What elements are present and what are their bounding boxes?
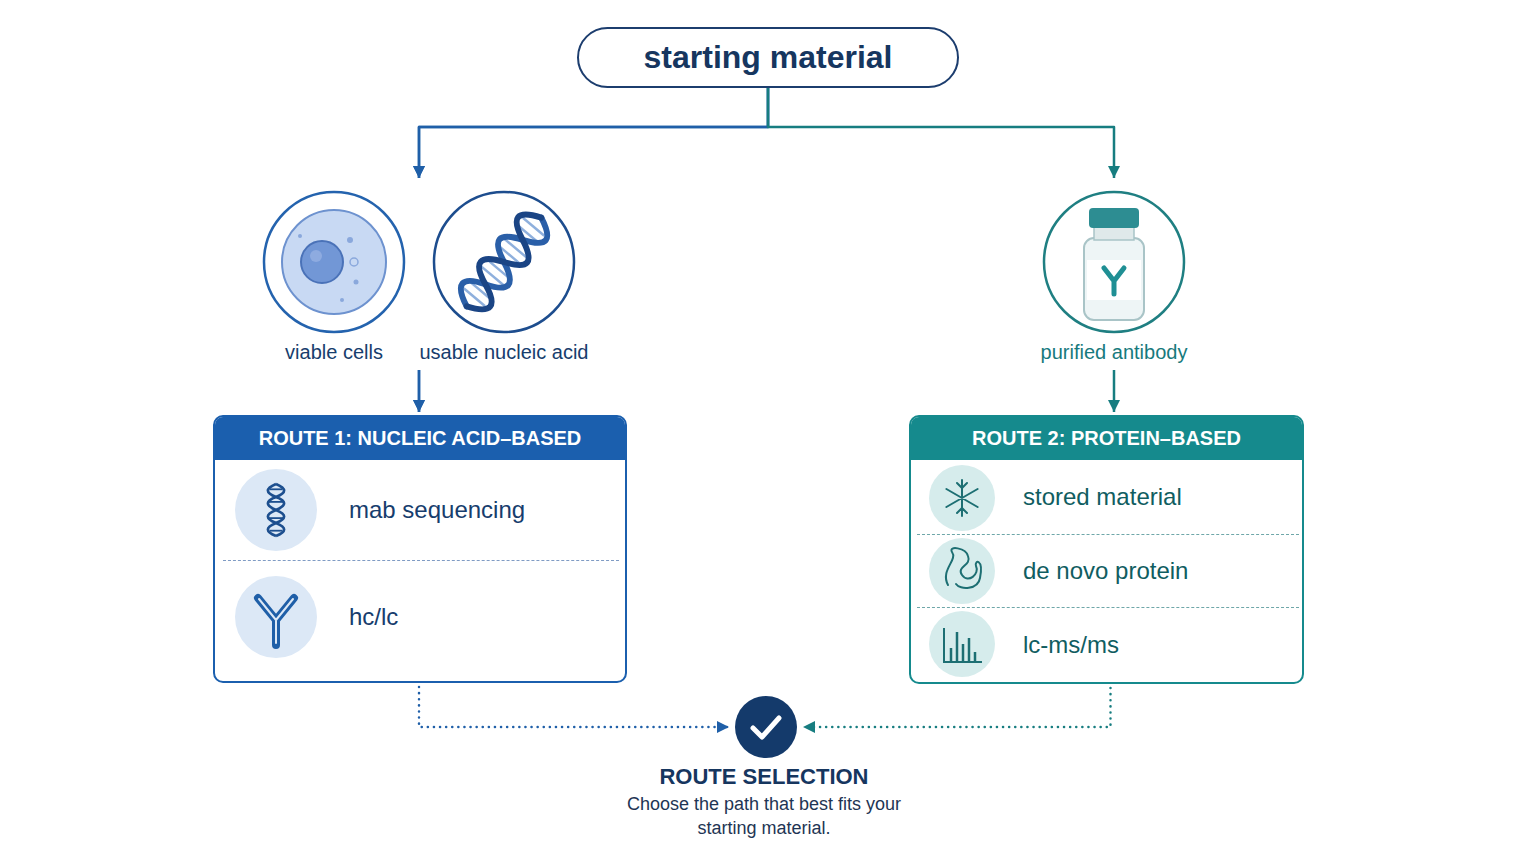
dna-strand: [268, 484, 284, 536]
route-panel: ROUTE 1: NUCLEIC ACID–BASED mab sequencin…: [213, 415, 627, 683]
source-circle: purified antibody: [1004, 190, 1224, 368]
node-label: ROUTE 1: NUCLEIC ACID–BASED: [215, 417, 625, 460]
circle-outline: [262, 190, 406, 334]
source-circle: usable nucleic acid: [409, 190, 599, 368]
connector-arrow: [418, 370, 421, 412]
dna-rungs: [461, 216, 546, 308]
vial-cap: [1089, 208, 1139, 228]
vial-illustration: [1084, 208, 1144, 320]
route-panel: ROUTE 2: PROTEIN–BASED stored material de …: [909, 415, 1304, 684]
icon-badge: [929, 538, 995, 604]
antibody-symbol: [1104, 268, 1124, 294]
dotted-connector: [419, 687, 729, 727]
check-circle-fill: [735, 696, 797, 758]
cell-dot: [347, 237, 353, 243]
connector-arrow: [419, 88, 768, 178]
method-row: hc/lc: [223, 560, 619, 672]
dna-illustration: [453, 206, 555, 318]
dna-rung: [487, 260, 508, 278]
icon-badge: [235, 469, 317, 551]
vial-neck: [1094, 226, 1134, 240]
node-label: de novo protein: [917, 557, 1188, 585]
dna-rung: [515, 223, 541, 245]
cell-illustration: [282, 210, 386, 314]
start-box: starting material: [577, 27, 959, 88]
connector-arrow: [419, 88, 768, 178]
dna-rung: [270, 488, 283, 490]
dna-rung: [523, 218, 544, 236]
method-row: de novo protein: [917, 534, 1299, 607]
connector-arrow: [418, 370, 421, 412]
dna-rung: [268, 501, 283, 503]
cell-dot: [354, 280, 359, 285]
source-circle: viable cells: [239, 190, 429, 368]
dna-rung: [503, 237, 529, 259]
check-mark: [753, 718, 779, 737]
dna-strand: [453, 206, 555, 318]
method-row: lc-ms/ms: [917, 607, 1299, 682]
node-label: hc/lc: [223, 603, 398, 631]
node-label: mab sequencing: [223, 496, 525, 524]
vial-body: [1084, 238, 1144, 320]
cell-vesicle: [350, 258, 358, 266]
method-row: mab sequencing: [223, 460, 619, 560]
vial-label: [1087, 260, 1141, 300]
icon-badge: [235, 576, 317, 658]
dna-rung: [467, 279, 493, 301]
selection-node: ROUTE SELECTIONChoose the path that best…: [596, 694, 932, 844]
node-caption: Choose the path that best fits your star…: [624, 792, 904, 840]
dna-rungs: [268, 489, 283, 530]
icon-badge: [929, 611, 995, 677]
node-label: viable cells: [239, 340, 429, 364]
dna-rung: [464, 288, 485, 306]
circle-outline: [432, 190, 576, 334]
node-label: usable nucleic acid: [409, 340, 599, 364]
node-label: lc-ms/ms: [917, 631, 1119, 659]
chart-bars: [951, 632, 975, 662]
protein-icon: [946, 548, 981, 588]
dna-rung: [479, 265, 505, 287]
dna-rung: [270, 530, 283, 532]
node-label: starting material: [644, 39, 893, 76]
node-label: stored material: [917, 483, 1182, 511]
antibody-icon: [258, 598, 294, 645]
cell-nucleus: [301, 241, 343, 283]
dotted-connector: [803, 688, 1111, 727]
circle-outline: [1042, 190, 1186, 334]
dna-icon: [268, 484, 284, 536]
method-row: stored material: [917, 460, 1299, 534]
cell-dot: [340, 298, 344, 302]
dna-rung: [499, 246, 520, 264]
chart-axis: [944, 628, 982, 662]
antibody-icon-detail: [259, 599, 293, 643]
dna-strand: [453, 206, 555, 318]
cell-dot: [298, 234, 302, 238]
circle-outline-shape: [1044, 192, 1184, 332]
connector-arrow: [768, 88, 1114, 178]
node-label: purified antibody: [1004, 340, 1224, 364]
check-circle: [733, 694, 799, 760]
dna-rung: [268, 517, 283, 519]
node-label: ROUTE 2: PROTEIN–BASED: [911, 417, 1302, 460]
dna-strand: [268, 484, 284, 536]
snowflake-icon: [946, 480, 977, 516]
cell-body: [282, 210, 386, 314]
icon-badge: [929, 465, 995, 531]
node-label: ROUTE SELECTION: [596, 764, 932, 790]
connector-arrow: [1113, 370, 1116, 412]
circle-outline-shape: [434, 192, 574, 332]
cell-nucleolus: [310, 250, 322, 262]
circle-outline-shape: [264, 192, 404, 332]
